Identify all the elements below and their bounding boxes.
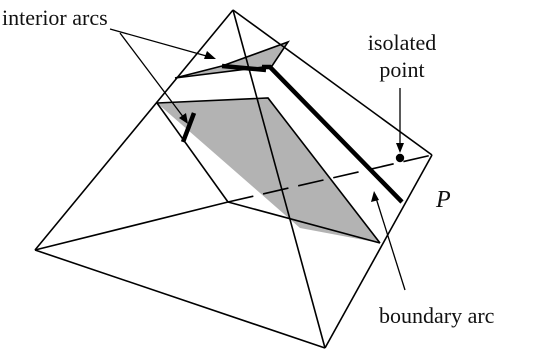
lower-shaded-section (157, 98, 380, 243)
boundary-arc (262, 64, 404, 204)
arrowhead-interior-upper (204, 51, 216, 59)
isolated-point (395, 153, 405, 163)
vertex-p-label: P (435, 187, 451, 213)
boundary-arc-label: boundary arc (379, 303, 495, 328)
base-edge-front-right (324, 154, 433, 349)
interior-arcs-label: interior arcs (2, 5, 108, 30)
leader-boundary-arc (375, 197, 406, 291)
base-edge-left-front (34, 249, 326, 349)
isolated-point-label-line1: isolated (368, 30, 436, 55)
edge-apex-right (232, 9, 433, 156)
arrowhead-isolated-point (396, 143, 404, 153)
interior-arc-upper (221, 63, 267, 73)
lower-section-outline (156, 97, 381, 244)
upper-section-outline (174, 40, 291, 79)
base-edge-left-back (34, 201, 229, 251)
arrowhead-interior-lower (179, 113, 188, 124)
arrowhead-boundary-arc (371, 191, 379, 202)
interior-arc-lower (180, 112, 197, 143)
leader-interior-upper (109, 28, 211, 58)
lower-section-left-edge (156, 102, 229, 203)
edge-apex-left (34, 9, 234, 251)
leader-interior-lower (119, 32, 185, 119)
isolated-point-label-line2: point (379, 57, 424, 82)
lower-section-bottom-edge (227, 201, 381, 244)
